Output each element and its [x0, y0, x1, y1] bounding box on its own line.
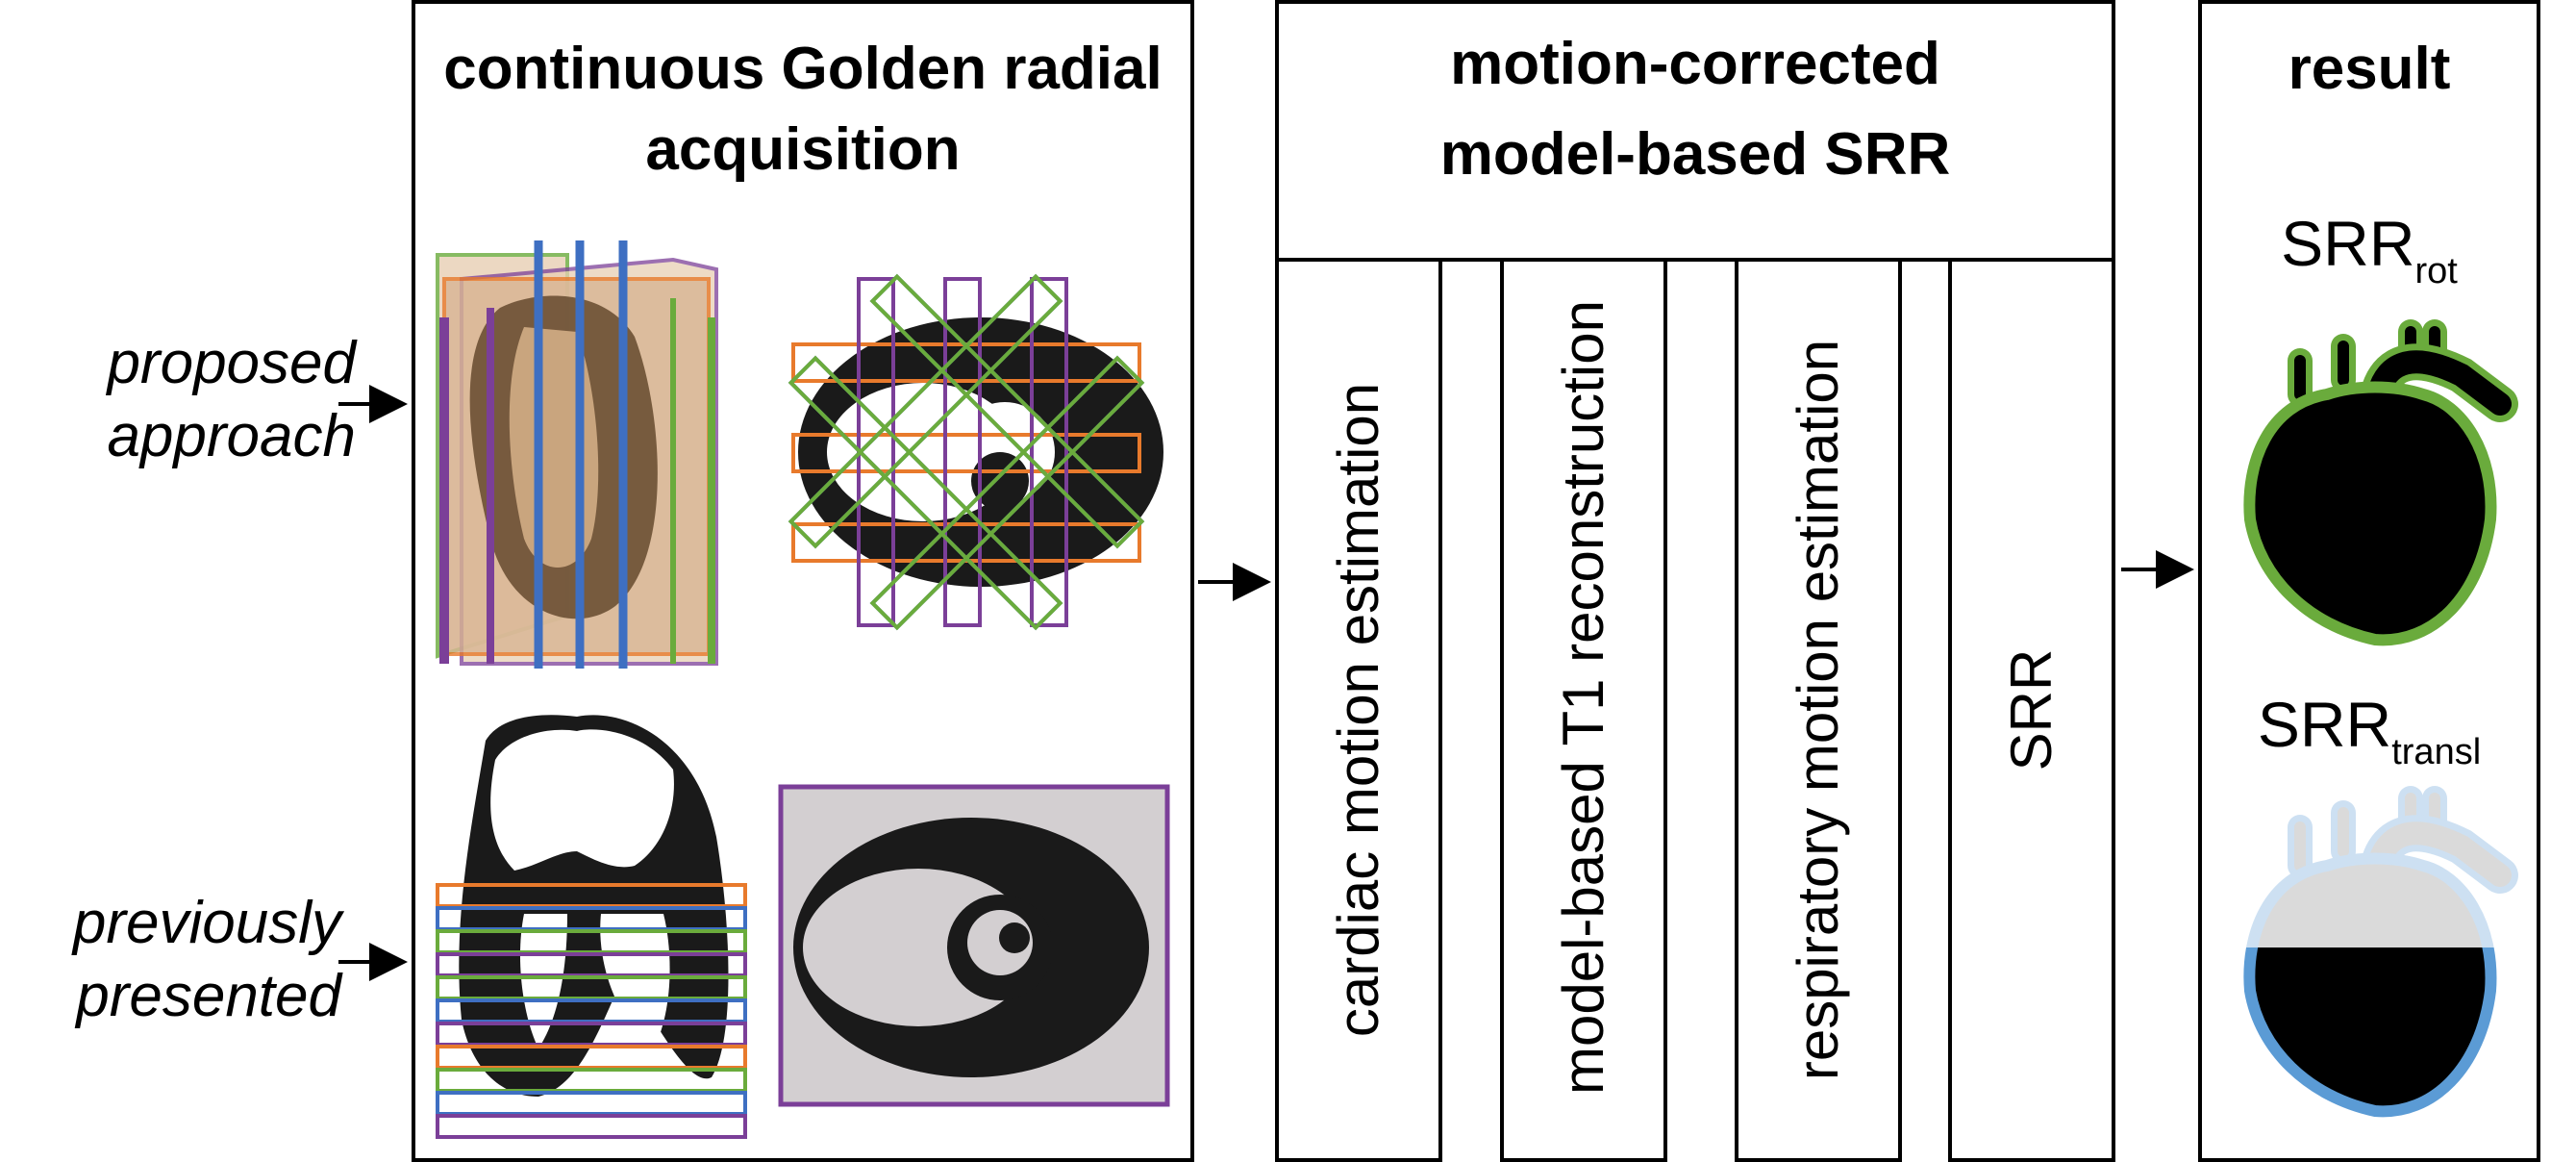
previous-line1: previously	[72, 890, 341, 956]
srr-transl-label: SRRtransl	[2202, 688, 2537, 773]
step-model-based-t1-reconstruction	[1500, 258, 1667, 1162]
proposed-line2: approach	[107, 403, 356, 469]
srr-transl-main: SRR	[2257, 689, 2392, 760]
proposed-approach-label: proposed approach	[38, 327, 356, 473]
stacked-long-axis-heart	[436, 715, 747, 1139]
radial-short-axis-grid	[788, 273, 1163, 631]
acquisition-title-line1: continuous Golden radial	[443, 36, 1163, 102]
step-srr	[1948, 258, 2115, 1162]
proposed-line1: proposed	[107, 330, 356, 396]
srr-title-line2: model-based SRR	[1439, 121, 1951, 188]
acquisition-title-line2: acquisition	[645, 116, 961, 183]
radial-long-axis-stack	[436, 240, 718, 669]
result-title: result	[2288, 36, 2451, 102]
step-respiratory-motion-estimation	[1735, 258, 1902, 1162]
srr-rot-sub: rot	[2414, 251, 2458, 291]
acquisition-title: continuous Golden radial acquisition	[415, 29, 1190, 190]
srr-panel-header	[1275, 0, 2115, 262]
step-cardiac-motion-estimation	[1275, 258, 1442, 1162]
srr-panel-title: motion-corrected model-based SRR	[1279, 19, 2112, 200]
previously-presented-label: previously presented	[19, 887, 341, 1033]
srr-transl-sub: transl	[2391, 732, 2482, 772]
short-axis-slice	[778, 784, 1170, 1107]
previous-line2: presented	[76, 963, 341, 1029]
heart-srr-transl	[2243, 786, 2518, 1118]
srr-rot-main: SRR	[2281, 208, 2415, 279]
srr-rot-label: SRRrot	[2202, 207, 2537, 292]
heart-srr-rot	[2243, 319, 2518, 646]
srr-title-line1: motion-corrected	[1450, 31, 1940, 97]
